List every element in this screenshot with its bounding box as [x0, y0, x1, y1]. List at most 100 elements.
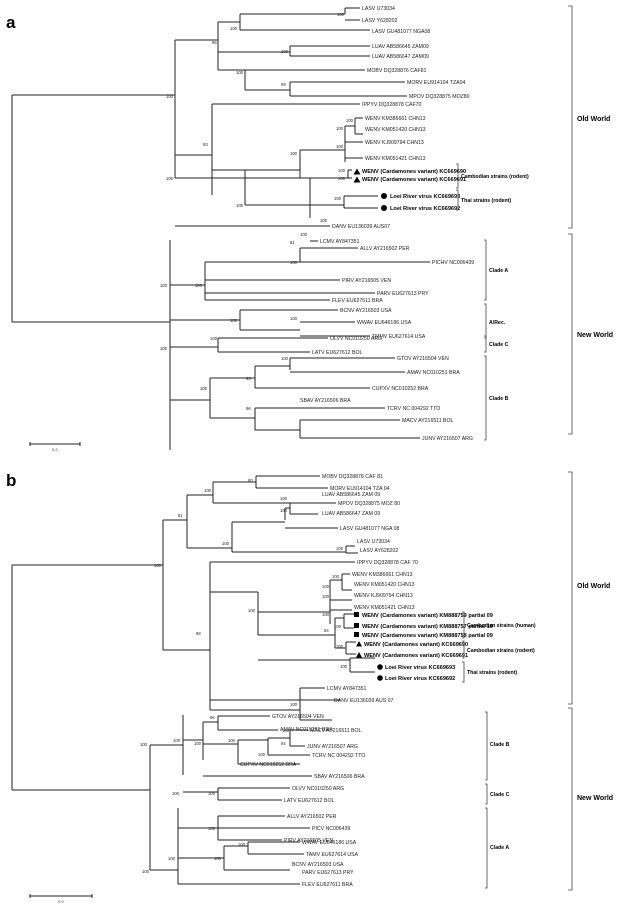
leaf-label: TAMV EU627614 USA [306, 852, 359, 858]
leaf-label: JUNV AY216507 ARG [422, 436, 473, 442]
leaf-label: TMMV EU627614 USA [372, 334, 426, 340]
leaf-label: TCRV NC 004292 TTO [312, 753, 365, 759]
leaf-label: WENV KJ909794 CHN13 [365, 140, 424, 146]
leaf-label: WENV KM051420 CHN13 [354, 582, 415, 588]
bootstrap-value: 100 [168, 856, 176, 861]
leaf-label: WENV (Cardamones variant) KC669690 [364, 642, 468, 648]
bootstrap-value: 100 [214, 856, 222, 861]
bootstrap-value: 100 [336, 144, 344, 149]
leaf-label: BCNV AY216503 USA [292, 862, 344, 868]
leaf-label: LUAV AB586645 ZAM 09 [322, 492, 380, 498]
leaf-label: IPPYV DQ328878 CAF 70 [357, 560, 418, 566]
world-label: Old World [577, 583, 610, 590]
bootstrap-value: 100 [154, 563, 162, 568]
leaf-label: Loei River virus KC669692 [390, 206, 460, 212]
square-icon [354, 632, 359, 637]
leaf-label: AMAV NC010251 BRA [407, 370, 460, 376]
leaf-label: WENV KM051420 CHN13 [365, 127, 426, 133]
bootstrap-value: 100 [290, 316, 298, 321]
triangle-icon [353, 168, 361, 175]
bootstrap-value: 100 [230, 26, 238, 31]
circle-icon [381, 193, 387, 199]
bootstrap-value: 100 [300, 232, 308, 237]
bootstrap-value: 100 [236, 203, 244, 208]
leaf-label: PIRV AY216505 VEN [342, 278, 391, 284]
leaf-label: MPOV DQ328875 MOZ 80 [338, 501, 400, 507]
leaf-label: DANV EU136039 AUS07 [332, 224, 390, 230]
leaf-label: LCMV AY847351 [327, 686, 367, 692]
group-label: A/Rec. [489, 320, 506, 326]
triangle-icon [356, 652, 362, 658]
bootstrap-value: 100 [172, 791, 180, 796]
circle-icon [377, 675, 383, 681]
leaf-label: TCRV NC 004292 TTO [387, 406, 440, 412]
leaf-label: BCNV AY216503 USA [340, 308, 392, 314]
bootstrap-value: 93 [203, 142, 208, 147]
bootstrap-value: 100 [337, 12, 345, 17]
bootstrap-value: 98 [196, 631, 201, 636]
bootstrap-value: 100 [142, 869, 150, 874]
bootstrap-value: 100 [204, 488, 212, 493]
leaf-label: MORV EU914104 TZA04 [407, 80, 465, 86]
leaf-label: WENV KJ909794 CHN13 [354, 593, 413, 599]
bootstrap-value: 100 [194, 741, 202, 746]
bootstrap-value: 100 [166, 94, 174, 99]
panel-label-a: a [6, 13, 16, 32]
leaf-label: LCMV AY847351 [320, 239, 360, 245]
bootstrap-value: 100 [208, 826, 216, 831]
bootstrap-value: 96 [212, 40, 217, 45]
leaf-label: MORV EU914104 TZA 04 [330, 486, 390, 492]
leaf-label: WENV (Cardamones variant) KM888759 parti… [362, 613, 493, 619]
world-label: New World [577, 795, 613, 802]
bootstrap-value: 100 [290, 260, 298, 265]
bootstrap-value: 100 [322, 584, 330, 589]
leaf-label: LASV Y628202 [362, 18, 397, 24]
leaf-label: ALLV AY216502 PER [360, 246, 410, 252]
leaf-label: MACV AY216511 BOL [310, 728, 362, 734]
leaf-label: WENV KM386661 CHN13 [365, 116, 426, 122]
leaf-label: WENV (Cardamones variant) KM888758 parti… [362, 633, 493, 639]
square-icon [354, 612, 359, 617]
leaf-label: LUAV AB586647 ZAM09 [372, 54, 429, 60]
bootstrap-value: 100 [282, 728, 290, 733]
bootstrap-value: 100 [336, 644, 344, 649]
bootstrap-value: 100 [210, 336, 218, 341]
bootstrap-value: 80 [248, 478, 253, 483]
bootstrap-value: 100 [173, 738, 181, 743]
bootstrap-value: 100 [222, 541, 230, 546]
leaf-label: WENV KM386661 CHN13 [352, 572, 413, 578]
leaf-label: PIRV AY216505 VEN [284, 838, 333, 844]
leaf-label: LASV GU481077 NGA 08 [340, 526, 400, 532]
leaf-label: FLEV EU627611 BRA [332, 298, 383, 304]
leaf-label: WENV KM051421 CHN13 [365, 156, 426, 162]
leaf-label: AMAV NC010251 BRA [280, 727, 333, 733]
leaf-label: JUNV AY216507 ARG [307, 744, 358, 750]
panel-a: a LASV U73034 LASV Y628202 LASV GU481077… [6, 5, 613, 452]
leaf-label: WENV (Cardamones variant) KC669690 [362, 169, 466, 175]
bootstrap-value: 100 [208, 791, 216, 796]
leaf-label: DANV EU136039 AUS 07 [334, 698, 394, 704]
leaf-label: MACV AY216511 BOL [402, 418, 454, 424]
leaf-label: CUPXV NC010252 BRA [372, 386, 429, 392]
bootstrap-value: 100 [290, 151, 298, 156]
leaf-label: ALLV AY216502 PER [287, 814, 337, 820]
bootstrap-value: 100 [332, 574, 340, 579]
leaf-label: WENV (Cardamones variant) KC669691 [362, 177, 466, 183]
leaf-label: LATV EU627612 BOL [284, 798, 334, 804]
bootstrap-value: 100 [258, 752, 266, 757]
bootstrap-value: 100 [334, 624, 342, 629]
leaf-label: Loei River virus KC669692 [385, 676, 455, 682]
bootstrap-value: 100 [340, 664, 348, 669]
circle-icon [381, 205, 387, 211]
leaf-label: PICHV NC006439 [432, 260, 474, 266]
bootstrap-value: 84 [281, 741, 286, 746]
leaf-label: WENV KM051421 CHN13 [354, 605, 415, 611]
group-label: Clade C [489, 342, 509, 348]
bootstrap-value: 100 [280, 508, 288, 513]
bootstrap-value: 100 [338, 176, 346, 181]
panel-label-b: b [6, 471, 16, 490]
leaf-label: MOBV DQ328876 CAF81 [367, 68, 427, 74]
leaf-label: LUAV AB586647 ZAM 09 [322, 511, 380, 517]
bootstrap-value: 100 [236, 70, 244, 75]
